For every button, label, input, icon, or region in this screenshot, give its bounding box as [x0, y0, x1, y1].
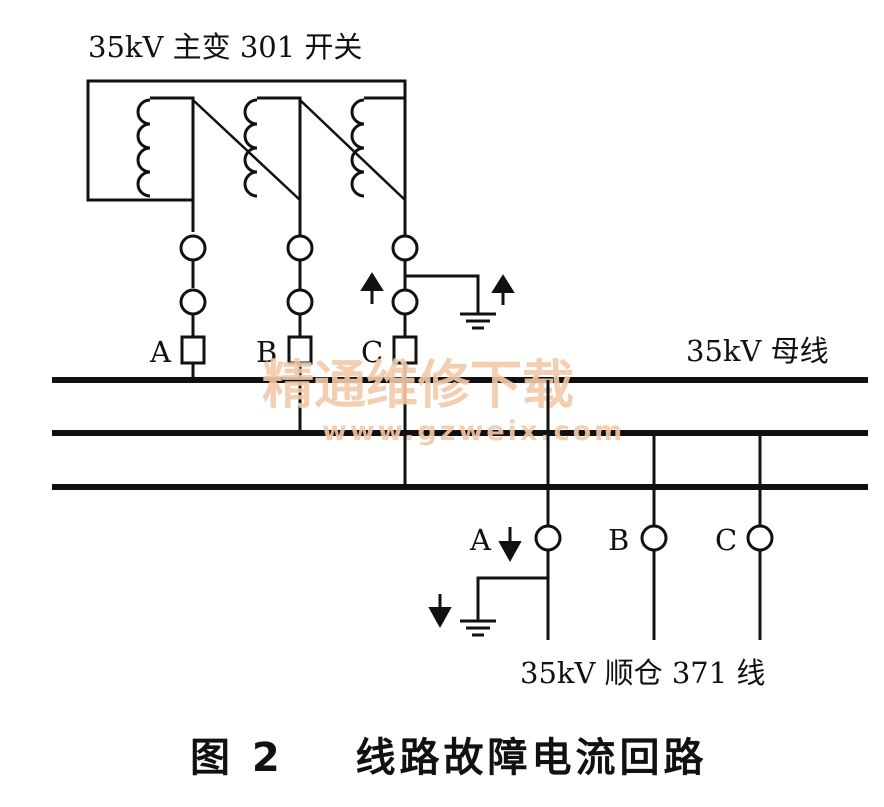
ct-a2-icon: [179, 288, 207, 316]
ct-b2-icon: [286, 288, 314, 316]
bus-label: 35kV 母线: [686, 334, 829, 368]
line-phase-c-label: C: [715, 523, 737, 557]
transformer-winding-a: [136, 96, 301, 201]
neutral-frame-wire: [86, 79, 407, 202]
ground-tap-wire: [405, 274, 480, 313]
current-arrow-down-icon: [428, 594, 452, 629]
ct-c1-icon: [391, 234, 419, 262]
line-phase-a-label: A: [469, 523, 492, 557]
line-ct-c-icon: [746, 524, 774, 552]
breaker-a-icon: [180, 335, 206, 365]
ct-a1-icon: [179, 234, 207, 262]
ct-b1-icon: [286, 234, 314, 262]
watermark-url: www.gzweix.com: [322, 416, 625, 447]
breaker-phase-b-label: B: [256, 335, 277, 369]
current-arrow-up-icon: [360, 272, 384, 304]
line-ct-b-icon: [640, 524, 668, 552]
line-phase-b-label: B: [608, 523, 629, 557]
ct-c2-icon: [391, 288, 419, 316]
breaker-phase-c-label: C: [361, 335, 383, 369]
ground-icon-top: [460, 312, 496, 330]
line-label: 35kV 顺仓 371 线: [520, 656, 765, 690]
ground-icon-bottom: [460, 619, 496, 637]
transformer-winding-c: [350, 96, 407, 230]
current-arrow-down-icon: [498, 527, 522, 563]
switch-title: 35kV 主变 301 开关: [88, 30, 362, 64]
transformer-winding-b: [243, 96, 406, 230]
line-ct-a-icon: [534, 524, 562, 552]
breaker-phase-a-label: A: [149, 335, 172, 369]
watermark-cn: 精通维修下载: [262, 356, 574, 416]
figure-caption: 图 2 线路故障电流回路: [190, 735, 707, 781]
line-fault-wire: [476, 576, 548, 620]
current-arrow-up-icon: [491, 274, 515, 305]
